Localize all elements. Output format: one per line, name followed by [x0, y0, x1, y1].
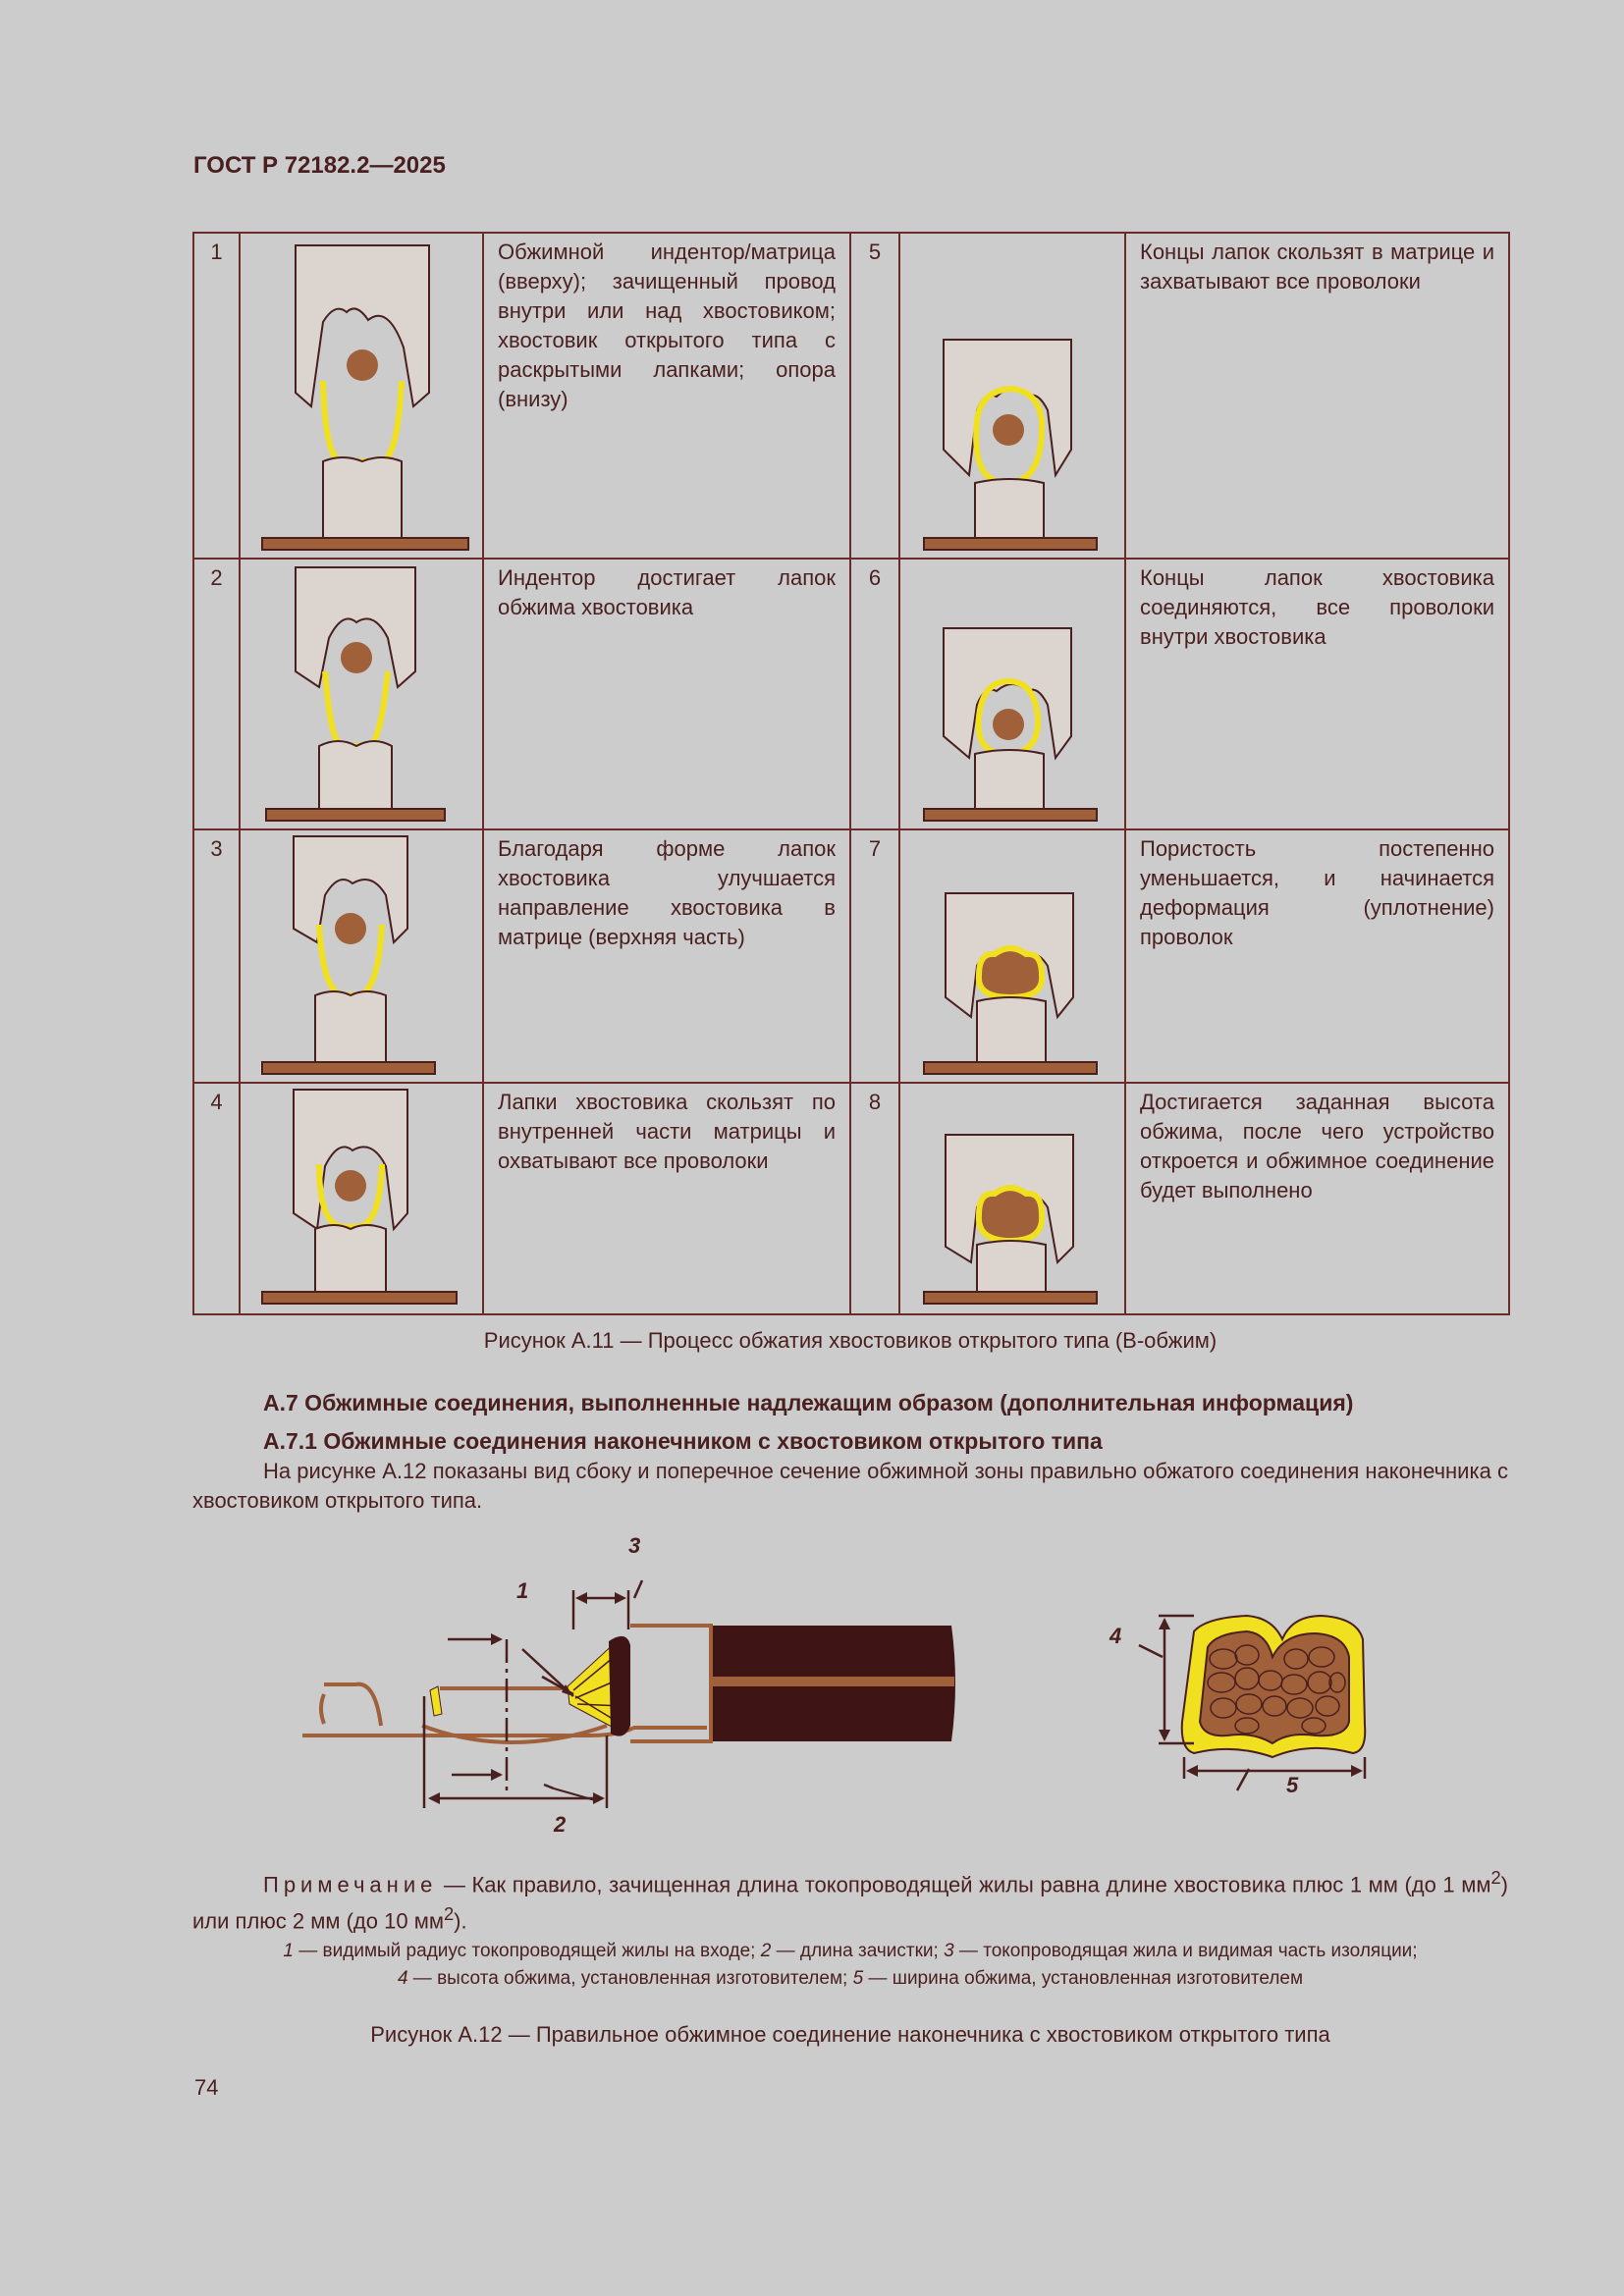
- page-number: 74: [194, 2075, 219, 2100]
- note-text-c: ).: [454, 1908, 467, 1934]
- step-number: 5: [849, 232, 900, 560]
- figure-a11-caption: Рисунок А.11 — Процесс обжатия хвостовик…: [483, 1328, 1218, 1353]
- step-description: Достигается заданная высота обжима, посл…: [1124, 1082, 1510, 1315]
- legend-text: — длина зачистки;: [771, 1941, 945, 1961]
- wire-bundle: [993, 709, 1024, 740]
- step-number: 3: [192, 828, 241, 1084]
- legend-text: — ширина обжима, установленная изготовит…: [863, 1968, 1304, 1989]
- legend-text: — видимый радиус токопроводящей жилы на …: [293, 1941, 761, 1961]
- step-description: Лапки хвостовика скользят по внутренней …: [482, 1082, 851, 1315]
- step-3-diagram: [239, 828, 484, 1084]
- step-8-diagram: [898, 1082, 1126, 1315]
- label-3: 3: [628, 1533, 641, 1558]
- step-description: Концы лапок скользят в матрице и захваты…: [1124, 232, 1510, 560]
- step-description: Благодаря форме лапок хвостовика улучшае…: [482, 828, 851, 1084]
- section-a7-heading: А.7 Обжимные соединения, выполненные над…: [263, 1390, 1354, 1415]
- label-1: 1: [516, 1578, 529, 1603]
- wire-bundle: [335, 913, 366, 944]
- step-number: 4: [192, 1082, 241, 1315]
- legend-num: 4: [397, 1968, 408, 1989]
- section-a71-heading: А.7.1 Обжимные соединения наконечником с…: [263, 1428, 1103, 1454]
- step-number: 7: [849, 828, 900, 1084]
- figure-legend: 1 — видимый радиус токопроводящей жилы н…: [192, 1938, 1508, 1993]
- note-text-a: — Как правило, зачищенная длина токопров…: [437, 1872, 1491, 1897]
- crimp-steps-table: 1 Обжимной индентор/матрица (вверху); за…: [192, 232, 1510, 1315]
- step-description: Пористость постепенно уменьшается, и нач…: [1124, 828, 1510, 1084]
- note-paragraph: Примечание — Как правило, зачищенная дли…: [192, 1863, 1508, 1937]
- step-description: Концы лапок хвостовика соединяются, все …: [1124, 558, 1510, 830]
- legend-num: 5: [852, 1968, 864, 1989]
- wire-bundle: [335, 1170, 366, 1201]
- step-1-diagram: [239, 232, 484, 560]
- step-2-diagram: [239, 558, 484, 830]
- legend-num: 3: [944, 1941, 954, 1961]
- label-2: 2: [554, 1812, 567, 1837]
- step-6-diagram: [898, 558, 1126, 830]
- step-5-diagram: [898, 232, 1126, 560]
- note-label: Примечание: [263, 1872, 438, 1897]
- step-number: 8: [849, 1082, 900, 1315]
- legend-num: 2: [760, 1941, 772, 1961]
- step-7-diagram: [898, 828, 1126, 1084]
- step-description: Обжимной индентор/матрица (вверху); зачи…: [482, 232, 851, 560]
- wire-bundle: [341, 642, 372, 673]
- wire-bundle: [347, 349, 378, 381]
- step-number: 1: [192, 232, 241, 560]
- step-4-diagram: [239, 1082, 484, 1315]
- note-text-b: ) или плюс 2 мм (до 10 мм: [192, 1872, 1508, 1934]
- figure-a12-caption: Рисунок А.12 — Правильное обжимное соеди…: [370, 2022, 1330, 2047]
- cross-section-diagram: [1138, 1614, 1367, 1791]
- intro-paragraph: На рисунке А.12 показаны вид сбоку и поп…: [192, 1459, 1508, 1513]
- label-4: 4: [1110, 1624, 1122, 1648]
- step-number: 6: [849, 558, 900, 830]
- legend-num: 1: [283, 1941, 294, 1961]
- document-header: ГОСТ Р 72182.2—2025: [193, 152, 446, 179]
- legend-text: — токопроводящая жила и видимая часть из…: [953, 1941, 1418, 1961]
- step-description: Индентор достигает лапок обжима хвостови…: [482, 558, 851, 830]
- legend-text: — высота обжима, установленная изготовит…: [407, 1968, 853, 1989]
- label-5: 5: [1286, 1773, 1299, 1797]
- note-sup-2: 2: [443, 1903, 455, 1925]
- wire-bundle: [993, 414, 1024, 446]
- note-sup-1: 2: [1490, 1867, 1501, 1888]
- step-number: 2: [192, 558, 241, 830]
- side-view-diagram: [302, 1579, 955, 1808]
